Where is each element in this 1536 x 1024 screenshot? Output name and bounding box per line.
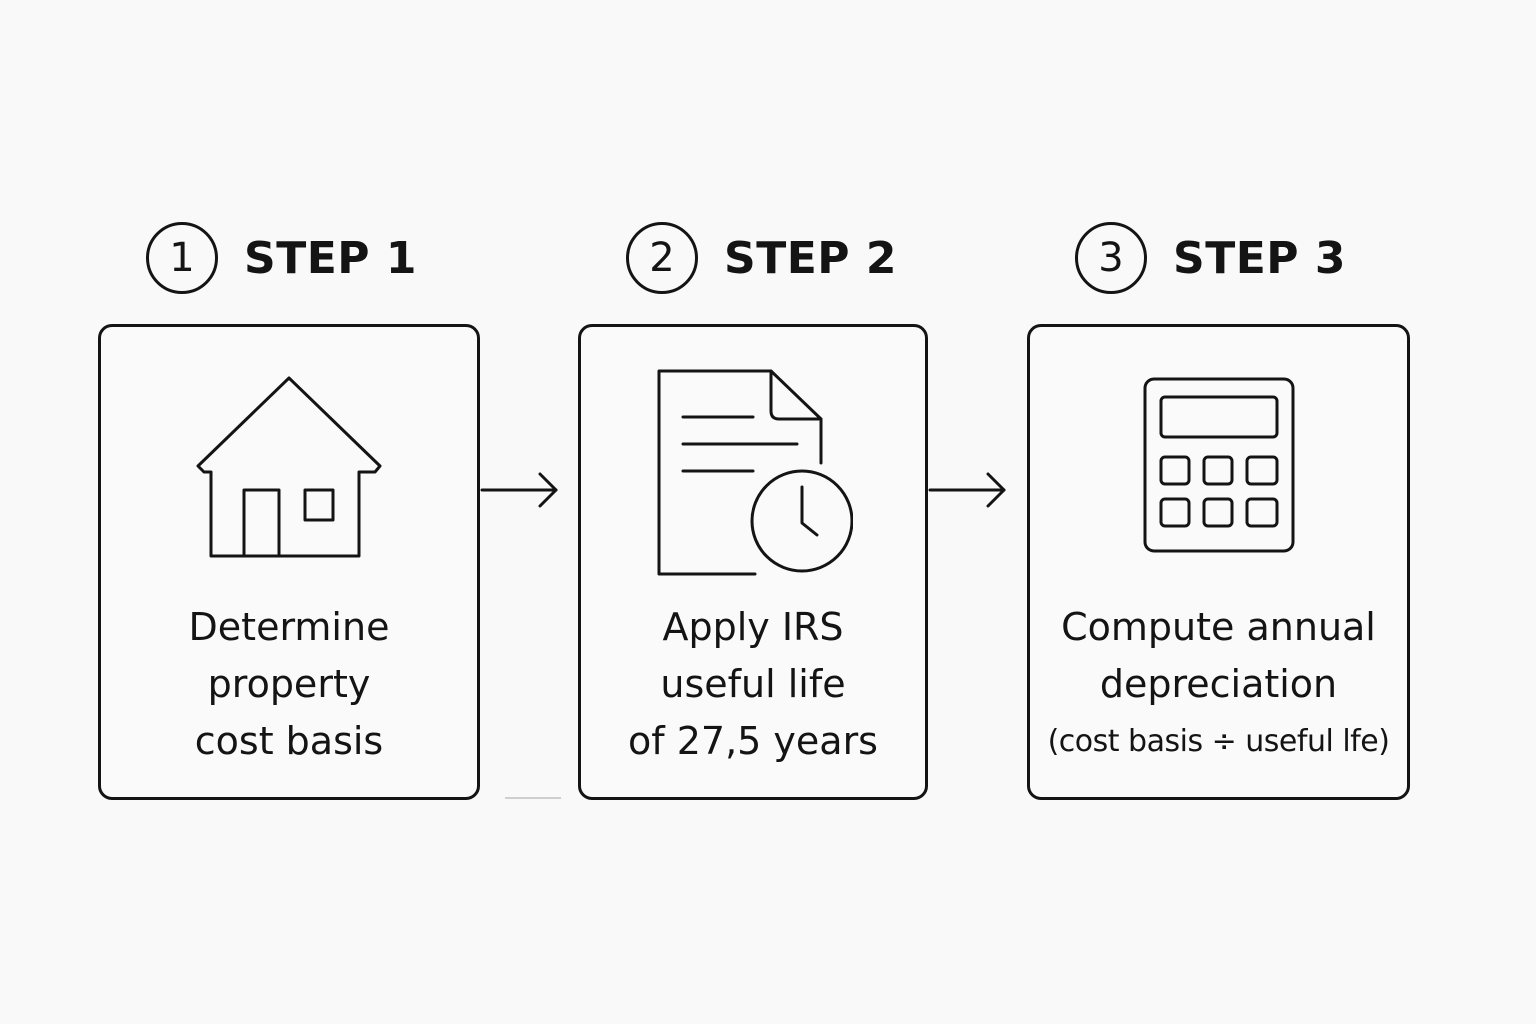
step-1-line-1: Determine xyxy=(188,605,390,649)
step-2-card: Apply IRS useful life of 27,5 years xyxy=(578,324,928,800)
step-2-number-badge: 2 xyxy=(626,222,698,294)
divider xyxy=(505,797,561,799)
step-3-description: Compute annual depreciation (cost basis … xyxy=(1030,599,1407,770)
step-1-number-badge: 1 xyxy=(146,222,218,294)
document-clock-icon xyxy=(581,367,925,577)
step-2-line-3: of 27,5 years xyxy=(628,719,878,763)
step-1-description: Determine property cost basis xyxy=(101,599,477,770)
step-1-line-2: property xyxy=(207,662,371,706)
step-3-card: Compute annual depreciation (cost basis … xyxy=(1027,324,1410,800)
step-2-line-1: Apply IRS xyxy=(662,605,844,649)
step-2-description: Apply IRS useful life of 27,5 years xyxy=(581,599,925,770)
step-3-line-1: Compute annual xyxy=(1061,605,1376,649)
step-2-title: STEP 2 xyxy=(724,232,897,284)
step-2-line-2: useful life xyxy=(660,662,846,706)
calculator-icon xyxy=(1030,375,1407,555)
step-3-formula: (cost basis ÷ useful lfe) xyxy=(1047,724,1390,759)
step-1-card: Determine property cost basis xyxy=(98,324,480,800)
step-3-header: 3 STEP 3 xyxy=(1075,220,1346,296)
house-icon xyxy=(101,375,477,559)
step-1-header: 1 STEP 1 xyxy=(146,220,417,296)
step-1-line-3: cost basis xyxy=(194,719,384,763)
step-3-title: STEP 3 xyxy=(1173,232,1346,284)
step-2-header: 2 STEP 2 xyxy=(626,220,897,296)
step-1-title: STEP 1 xyxy=(244,232,417,284)
step-3-line-2: depreciation xyxy=(1099,662,1338,706)
arrow-right-icon xyxy=(928,470,1008,515)
arrow-right-icon xyxy=(480,470,560,515)
step-3-number-badge: 3 xyxy=(1075,222,1147,294)
